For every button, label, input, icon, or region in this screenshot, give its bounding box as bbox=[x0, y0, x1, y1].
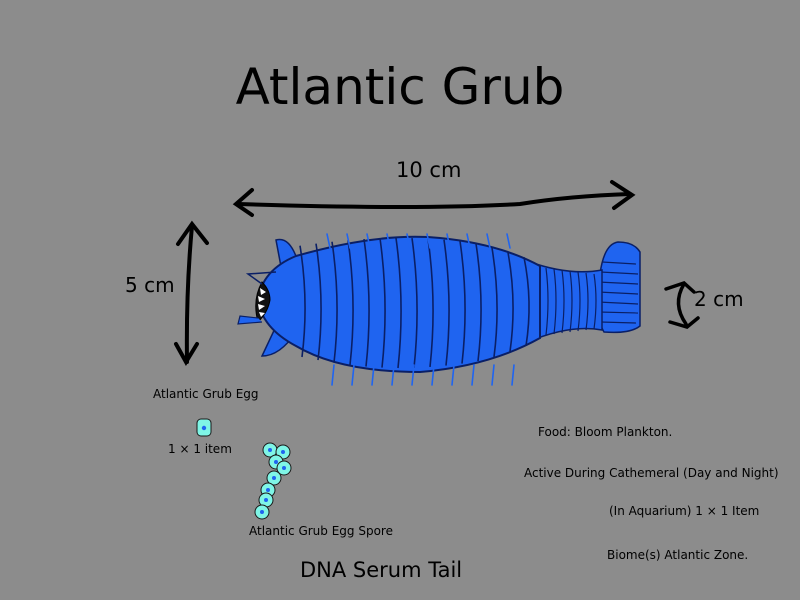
bristle bbox=[346, 233, 351, 249]
body-stripe bbox=[507, 252, 514, 352]
body-stripe bbox=[475, 243, 482, 362]
bristle bbox=[426, 233, 431, 249]
bristle bbox=[326, 233, 331, 249]
spore-egg-icon bbox=[276, 460, 292, 476]
bristles bbox=[326, 233, 515, 386]
spore-egg-icon bbox=[262, 442, 278, 458]
egg-label: Atlantic Grub Egg bbox=[153, 387, 259, 401]
height-arrow bbox=[174, 220, 209, 366]
body-stripe bbox=[331, 241, 338, 363]
tail-stalk-stripes bbox=[545, 267, 597, 336]
bristle bbox=[391, 364, 395, 386]
tail-fan-stripes bbox=[597, 261, 639, 324]
body-stripe bbox=[299, 245, 306, 358]
bristle bbox=[466, 233, 471, 249]
lower-barbel bbox=[237, 315, 263, 325]
bristle bbox=[351, 364, 355, 386]
bristle bbox=[506, 233, 511, 249]
stalk-stripe bbox=[545, 267, 549, 336]
body-stripe bbox=[427, 238, 434, 368]
tail-stalk bbox=[527, 260, 603, 344]
egg-size: 1 × 1 item bbox=[168, 442, 232, 456]
length-arrow bbox=[232, 180, 636, 217]
bristle bbox=[471, 364, 475, 386]
body-stripe bbox=[363, 238, 370, 367]
bristle bbox=[451, 364, 455, 386]
bristle bbox=[511, 364, 515, 386]
body-stripe bbox=[379, 238, 386, 368]
bristle bbox=[491, 364, 495, 386]
spore-egg-icon bbox=[258, 492, 274, 508]
aquarium-info: (In Aquarium) 1 × 1 Item bbox=[609, 504, 760, 518]
bristle bbox=[366, 233, 371, 249]
grub-body bbox=[256, 235, 541, 374]
stalk-stripe bbox=[577, 271, 581, 332]
bristle bbox=[446, 233, 451, 249]
stalk-stripe bbox=[569, 270, 573, 333]
spore-label: Atlantic Grub Egg Spore bbox=[249, 524, 393, 538]
page-title: Atlantic Grub bbox=[235, 58, 565, 116]
stalk-stripe bbox=[593, 273, 597, 330]
body-stripe bbox=[347, 240, 354, 365]
stalk-stripe bbox=[585, 272, 589, 331]
body-stripes bbox=[299, 237, 530, 369]
tail-arrow bbox=[664, 281, 700, 329]
bristle bbox=[486, 233, 491, 249]
spore-egg-icon bbox=[254, 504, 270, 520]
egg-spore-icon bbox=[254, 442, 292, 520]
bristle bbox=[371, 364, 375, 386]
mouth bbox=[255, 281, 271, 323]
biome-info: Biome(s) Atlantic Zone. bbox=[607, 548, 749, 562]
body-stripe bbox=[523, 257, 530, 346]
food-info: Food: Bloom Plankton. bbox=[538, 425, 673, 439]
bristle bbox=[411, 364, 415, 386]
activity-info: Active During Cathemeral (Day and Night) bbox=[524, 466, 779, 480]
bristle bbox=[386, 233, 391, 249]
bristle bbox=[331, 364, 335, 386]
tail-size-label: 2 cm bbox=[694, 287, 744, 311]
body-stripe bbox=[411, 238, 418, 368]
body-stripe bbox=[315, 243, 322, 361]
stalk-stripe bbox=[553, 268, 557, 335]
bristle bbox=[406, 233, 411, 249]
body-stripe bbox=[443, 239, 450, 366]
upper-barbel bbox=[245, 271, 277, 285]
length-label: 10 cm bbox=[396, 158, 462, 182]
footer-text: DNA Serum Tail bbox=[300, 558, 463, 582]
bristle bbox=[431, 364, 435, 386]
stalk-stripe bbox=[561, 269, 565, 334]
egg-icon bbox=[196, 418, 212, 437]
height-label: 5 cm bbox=[125, 273, 175, 297]
body-stripe bbox=[491, 247, 498, 358]
body-stripe bbox=[395, 237, 402, 369]
spore-egg-icon bbox=[266, 470, 282, 486]
body-stripe bbox=[459, 240, 466, 364]
teeth bbox=[258, 288, 266, 317]
